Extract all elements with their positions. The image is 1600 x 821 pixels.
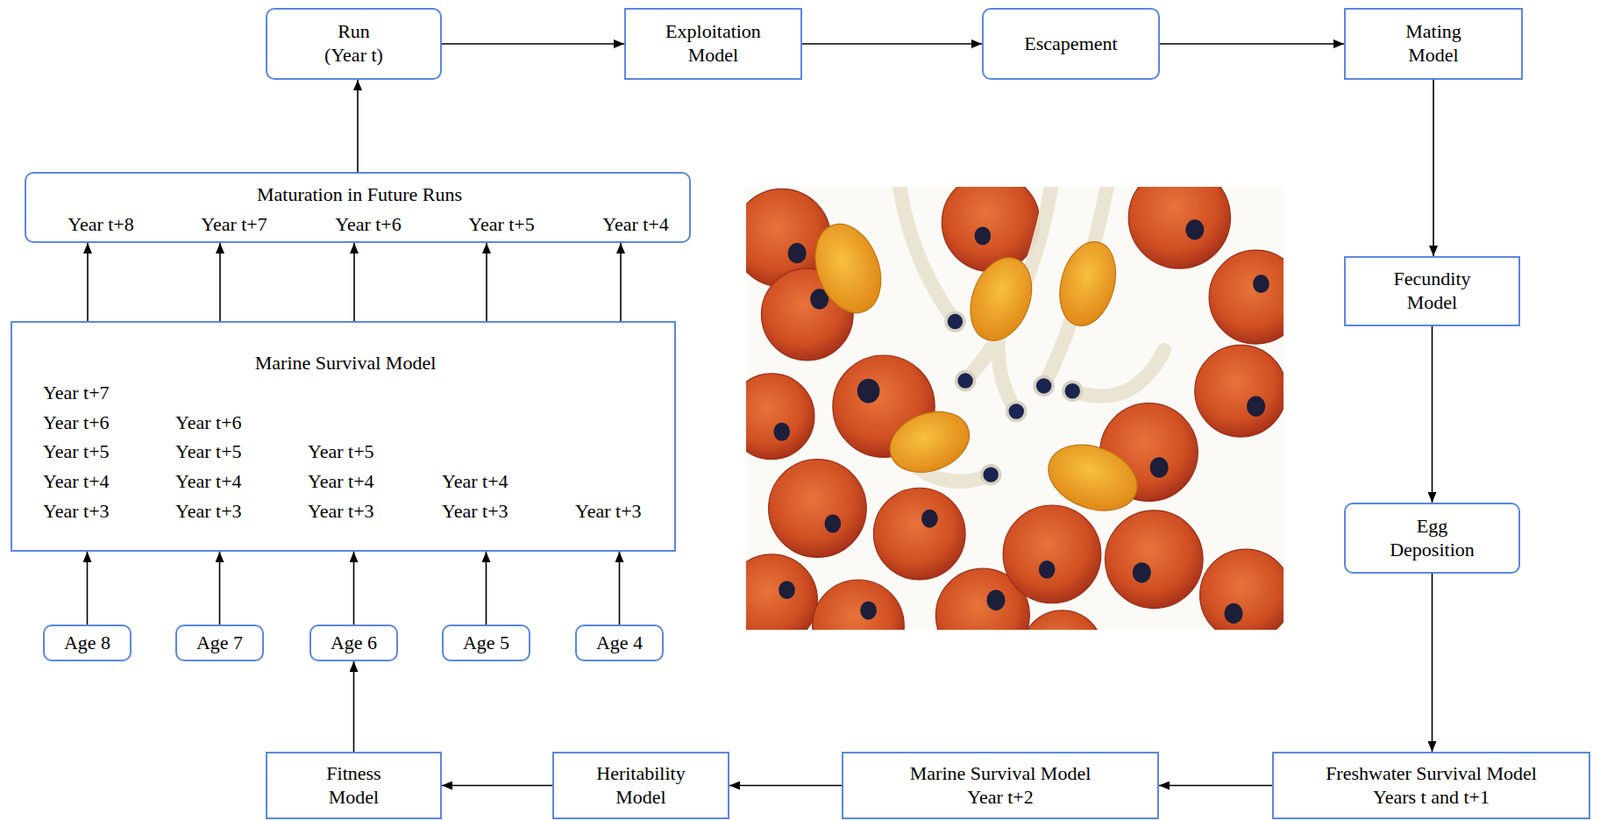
year-label: Year t+3 bbox=[441, 499, 509, 524]
year-label: Year t+3 bbox=[42, 499, 110, 524]
process-box: Fitness Model bbox=[265, 751, 442, 819]
node-label: Age 8 bbox=[64, 631, 111, 655]
year-label: Year t+5 bbox=[42, 440, 110, 464]
maturation-band: Maturation in Future RunsYear t+8 Year t+… bbox=[24, 171, 691, 243]
node-label: Marine Survival Model bbox=[255, 351, 437, 376]
flow-arrow bbox=[1432, 79, 1435, 256]
flow-arrow bbox=[353, 242, 356, 321]
survival-panel: Marine Survival ModelYear t+7Year t+6Yea… bbox=[10, 320, 676, 552]
process-box: Freshwater Survival ModelYears t and t+1 bbox=[1272, 751, 1591, 819]
year-label: Year t+6 bbox=[175, 411, 242, 435]
year-label: Year t+4 bbox=[441, 469, 509, 494]
year-label: Year t+5 bbox=[468, 213, 535, 237]
node-label: Marine Survival Model bbox=[910, 761, 1092, 786]
flow-arrow bbox=[618, 551, 621, 625]
node-label: Fitness Model bbox=[312, 761, 396, 810]
node-label: Age 6 bbox=[330, 631, 377, 655]
node-label: Exploitation Model bbox=[656, 20, 771, 68]
age-box: Age 6 bbox=[309, 624, 399, 662]
year-label: Year t+7 bbox=[200, 213, 268, 237]
flow-arrow bbox=[619, 242, 622, 321]
process-box: Mating Model bbox=[1344, 7, 1523, 80]
flow-arrow bbox=[86, 551, 89, 625]
flow-arrow bbox=[441, 42, 625, 45]
flow-arrow bbox=[485, 242, 488, 321]
flow-arrow bbox=[485, 551, 488, 625]
age-box: Age 7 bbox=[175, 624, 264, 662]
year-label: Year t+4 bbox=[602, 213, 669, 237]
flow-arrow bbox=[1159, 784, 1273, 787]
node-label: Year t+2 bbox=[967, 785, 1034, 810]
year-label: Year t+4 bbox=[175, 469, 242, 494]
year-label: Year t+3 bbox=[307, 499, 375, 524]
node-label: Age 7 bbox=[196, 631, 243, 655]
process-box: Fecundity Model bbox=[1344, 256, 1521, 327]
node-label: Egg Deposition bbox=[1384, 514, 1481, 562]
process-box: Exploitation Model bbox=[624, 7, 803, 80]
flow-arrow bbox=[353, 551, 356, 625]
egg-photo bbox=[746, 186, 1284, 630]
process-box: Marine Survival ModelYear t+2 bbox=[841, 751, 1160, 819]
flow-arrow bbox=[441, 784, 553, 787]
node-label: Escapement bbox=[1024, 32, 1117, 57]
flow-arrow bbox=[219, 242, 221, 321]
flow-arrow bbox=[353, 661, 356, 752]
node-label: (Year t) bbox=[324, 43, 384, 68]
flow-arrow bbox=[356, 79, 359, 172]
year-label: Year t+5 bbox=[175, 440, 242, 464]
flow-arrow bbox=[219, 551, 221, 625]
node-label: Run bbox=[337, 20, 370, 44]
year-label: Year t+7 bbox=[42, 381, 110, 406]
process-box: Heritability Model bbox=[552, 751, 730, 819]
node-label: Age 5 bbox=[462, 631, 510, 655]
year-label: Year t+4 bbox=[42, 469, 110, 494]
rounded-box: Egg Deposition bbox=[1344, 502, 1521, 574]
year-label: Year t+5 bbox=[307, 440, 375, 464]
year-label: Year t+8 bbox=[67, 213, 135, 237]
node-label: Freshwater Survival Model bbox=[1325, 761, 1537, 786]
flow-arrow bbox=[86, 242, 89, 321]
node-label: Maturation in Future Runs bbox=[256, 183, 463, 207]
year-label: Year t+4 bbox=[307, 469, 375, 494]
flow-arrow bbox=[729, 784, 842, 787]
flow-arrow bbox=[1159, 42, 1344, 45]
year-label: Year t+6 bbox=[42, 411, 110, 435]
node-label: Age 4 bbox=[596, 631, 643, 655]
age-box: Age 5 bbox=[441, 624, 531, 662]
flow-arrow bbox=[802, 42, 982, 45]
year-label: Year t+3 bbox=[575, 499, 642, 524]
flow-arrow bbox=[1431, 573, 1434, 752]
year-label: Year t+6 bbox=[334, 213, 402, 237]
year-label: Year t+3 bbox=[175, 499, 242, 524]
node-label: Years t and t+1 bbox=[1372, 785, 1490, 810]
node-label: Fecundity Model bbox=[1381, 267, 1483, 315]
rounded-box: Run(Year t) bbox=[265, 7, 442, 80]
age-box: Age 4 bbox=[575, 624, 664, 662]
rounded-box: Escapement bbox=[981, 7, 1160, 80]
age-box: Age 8 bbox=[42, 624, 132, 662]
node-label: Mating Model bbox=[1389, 20, 1478, 68]
flow-arrow bbox=[1431, 326, 1434, 503]
node-label: Heritability Model bbox=[588, 761, 694, 810]
